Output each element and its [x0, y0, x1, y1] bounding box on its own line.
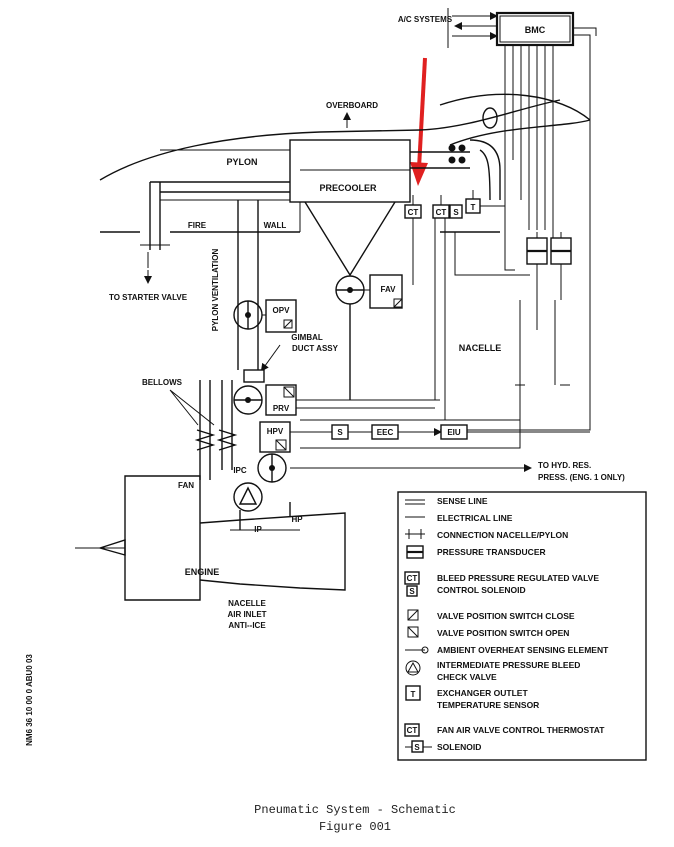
gimbal-joint [243, 369, 265, 383]
wall-label: WALL [264, 221, 287, 230]
prv-valve: PRV [233, 370, 440, 416]
precooler-ducts [410, 107, 501, 201]
legend-text-5: BLEED PRESSURE REGULATED VALVE [437, 573, 599, 583]
svg-text:EIU: EIU [447, 428, 461, 437]
legend-text-9: INTERMEDIATE PRESSURE BLEED [437, 660, 580, 670]
legend-text-2: ELECTRICAL LINE [437, 513, 513, 523]
legend-connection-symbol [405, 529, 425, 539]
legend-text-12: SOLENOID [437, 742, 481, 752]
sensor-cluster: CT CT S T [404, 190, 505, 420]
side-code: NM6 36 10 00 0 ABU0 03 [25, 654, 34, 746]
legend-sense-line-symbol [405, 499, 425, 505]
starter-valve-label: TO STARTER VALVE [109, 293, 188, 302]
fav-valve: FAV [335, 274, 403, 370]
svg-text:PRV: PRV [273, 404, 290, 413]
caption-title: Pneumatic System - Schematic [254, 803, 456, 817]
ac-systems-label: A/C SYSTEMS [398, 15, 453, 24]
hyd-res-label: TO HYD. RES. [538, 461, 591, 470]
legend-text-9b: CHECK VALVE [437, 672, 497, 682]
svg-text:CT: CT [436, 208, 447, 217]
engine-label: ENGINE [185, 567, 220, 577]
legend-text-3: CONNECTION NACELLE/PYLON [437, 530, 568, 540]
precooler-label: PRECOOLER [319, 183, 377, 193]
svg-text:T: T [471, 203, 476, 212]
legend-text-6: VALVE POSITION SWITCH CLOSE [437, 611, 575, 621]
caption-figure: Figure 001 [319, 820, 391, 834]
ip-label: IP [254, 525, 262, 534]
duct-assy-label: DUCT ASSY [292, 344, 339, 353]
svg-text:CT: CT [408, 208, 419, 217]
s-eec-eiu-chain: S EEC EIU [331, 424, 590, 440]
svg-text:S: S [337, 428, 343, 437]
gimbal-label: GIMBAL [291, 333, 323, 342]
precooler: PRECOOLER [289, 139, 411, 277]
red-arrow [410, 57, 428, 186]
svg-text:EEC: EEC [377, 428, 394, 437]
legend-text-1: SENSE LINE [437, 496, 488, 506]
hp-label: HP [291, 515, 303, 524]
overboard-label: OVERBOARD [326, 101, 378, 110]
legend-text-8: AMBIENT OVERHEAT SENSING ELEMENT [437, 645, 609, 655]
legend-text-7: VALVE POSITION SWITCH OPEN [437, 628, 569, 638]
legend-text-4: PRESSURE TRANSDUCER [437, 547, 546, 557]
svg-text:CT: CT [407, 726, 418, 735]
legend: CT S T CT S SENSE LINE ELECTRICAL LINE C… [397, 491, 647, 761]
bmc-block: BMC [495, 11, 575, 47]
legend-text-10: EXCHANGER OUTLET [437, 688, 528, 698]
svg-text:T: T [411, 690, 416, 699]
hpv-valve: HPV [257, 421, 332, 483]
legend-text-11: FAN AIR VALVE CONTROL THERMOSTAT [437, 725, 605, 735]
svg-text:HPV: HPV [267, 427, 284, 436]
opv-valve: OPV [233, 200, 297, 370]
svg-text:OPV: OPV [273, 306, 291, 315]
bmc-label: BMC [525, 25, 546, 35]
hyd-press-label: PRESS. (ENG. 1 ONLY) [538, 473, 625, 482]
svg-text:IPC: IPC [233, 466, 247, 475]
svg-text:S: S [409, 587, 415, 596]
bellows [194, 380, 238, 480]
svg-text:FAV: FAV [381, 285, 397, 294]
pylon-label: PYLON [226, 157, 257, 167]
svg-text:S: S [453, 208, 459, 217]
legend-text-10b: TEMPERATURE SENSOR [437, 700, 539, 710]
nacelle-inlet-label: NACELLE [228, 599, 266, 608]
engine [75, 475, 346, 601]
legend-text-5b: CONTROL SOLENOID [437, 585, 526, 595]
pressure-transducers [454, 232, 572, 330]
bmc-wires [440, 27, 597, 431]
nacelle-label: NACELLE [459, 343, 502, 353]
air-inlet-label: AIR INLET [227, 610, 266, 619]
fan-label: FAN [178, 481, 194, 490]
fire-label: FIRE [188, 221, 207, 230]
anti-ice-label: ANTI--ICE [228, 621, 266, 630]
svg-text:S: S [414, 743, 420, 752]
ipc-check-valve: IPC [233, 466, 263, 512]
svg-text:CT: CT [407, 574, 418, 583]
pylon-ventilation-label: PYLON VENTILATION [211, 249, 220, 332]
bellows-label: BELLOWS [142, 378, 183, 387]
